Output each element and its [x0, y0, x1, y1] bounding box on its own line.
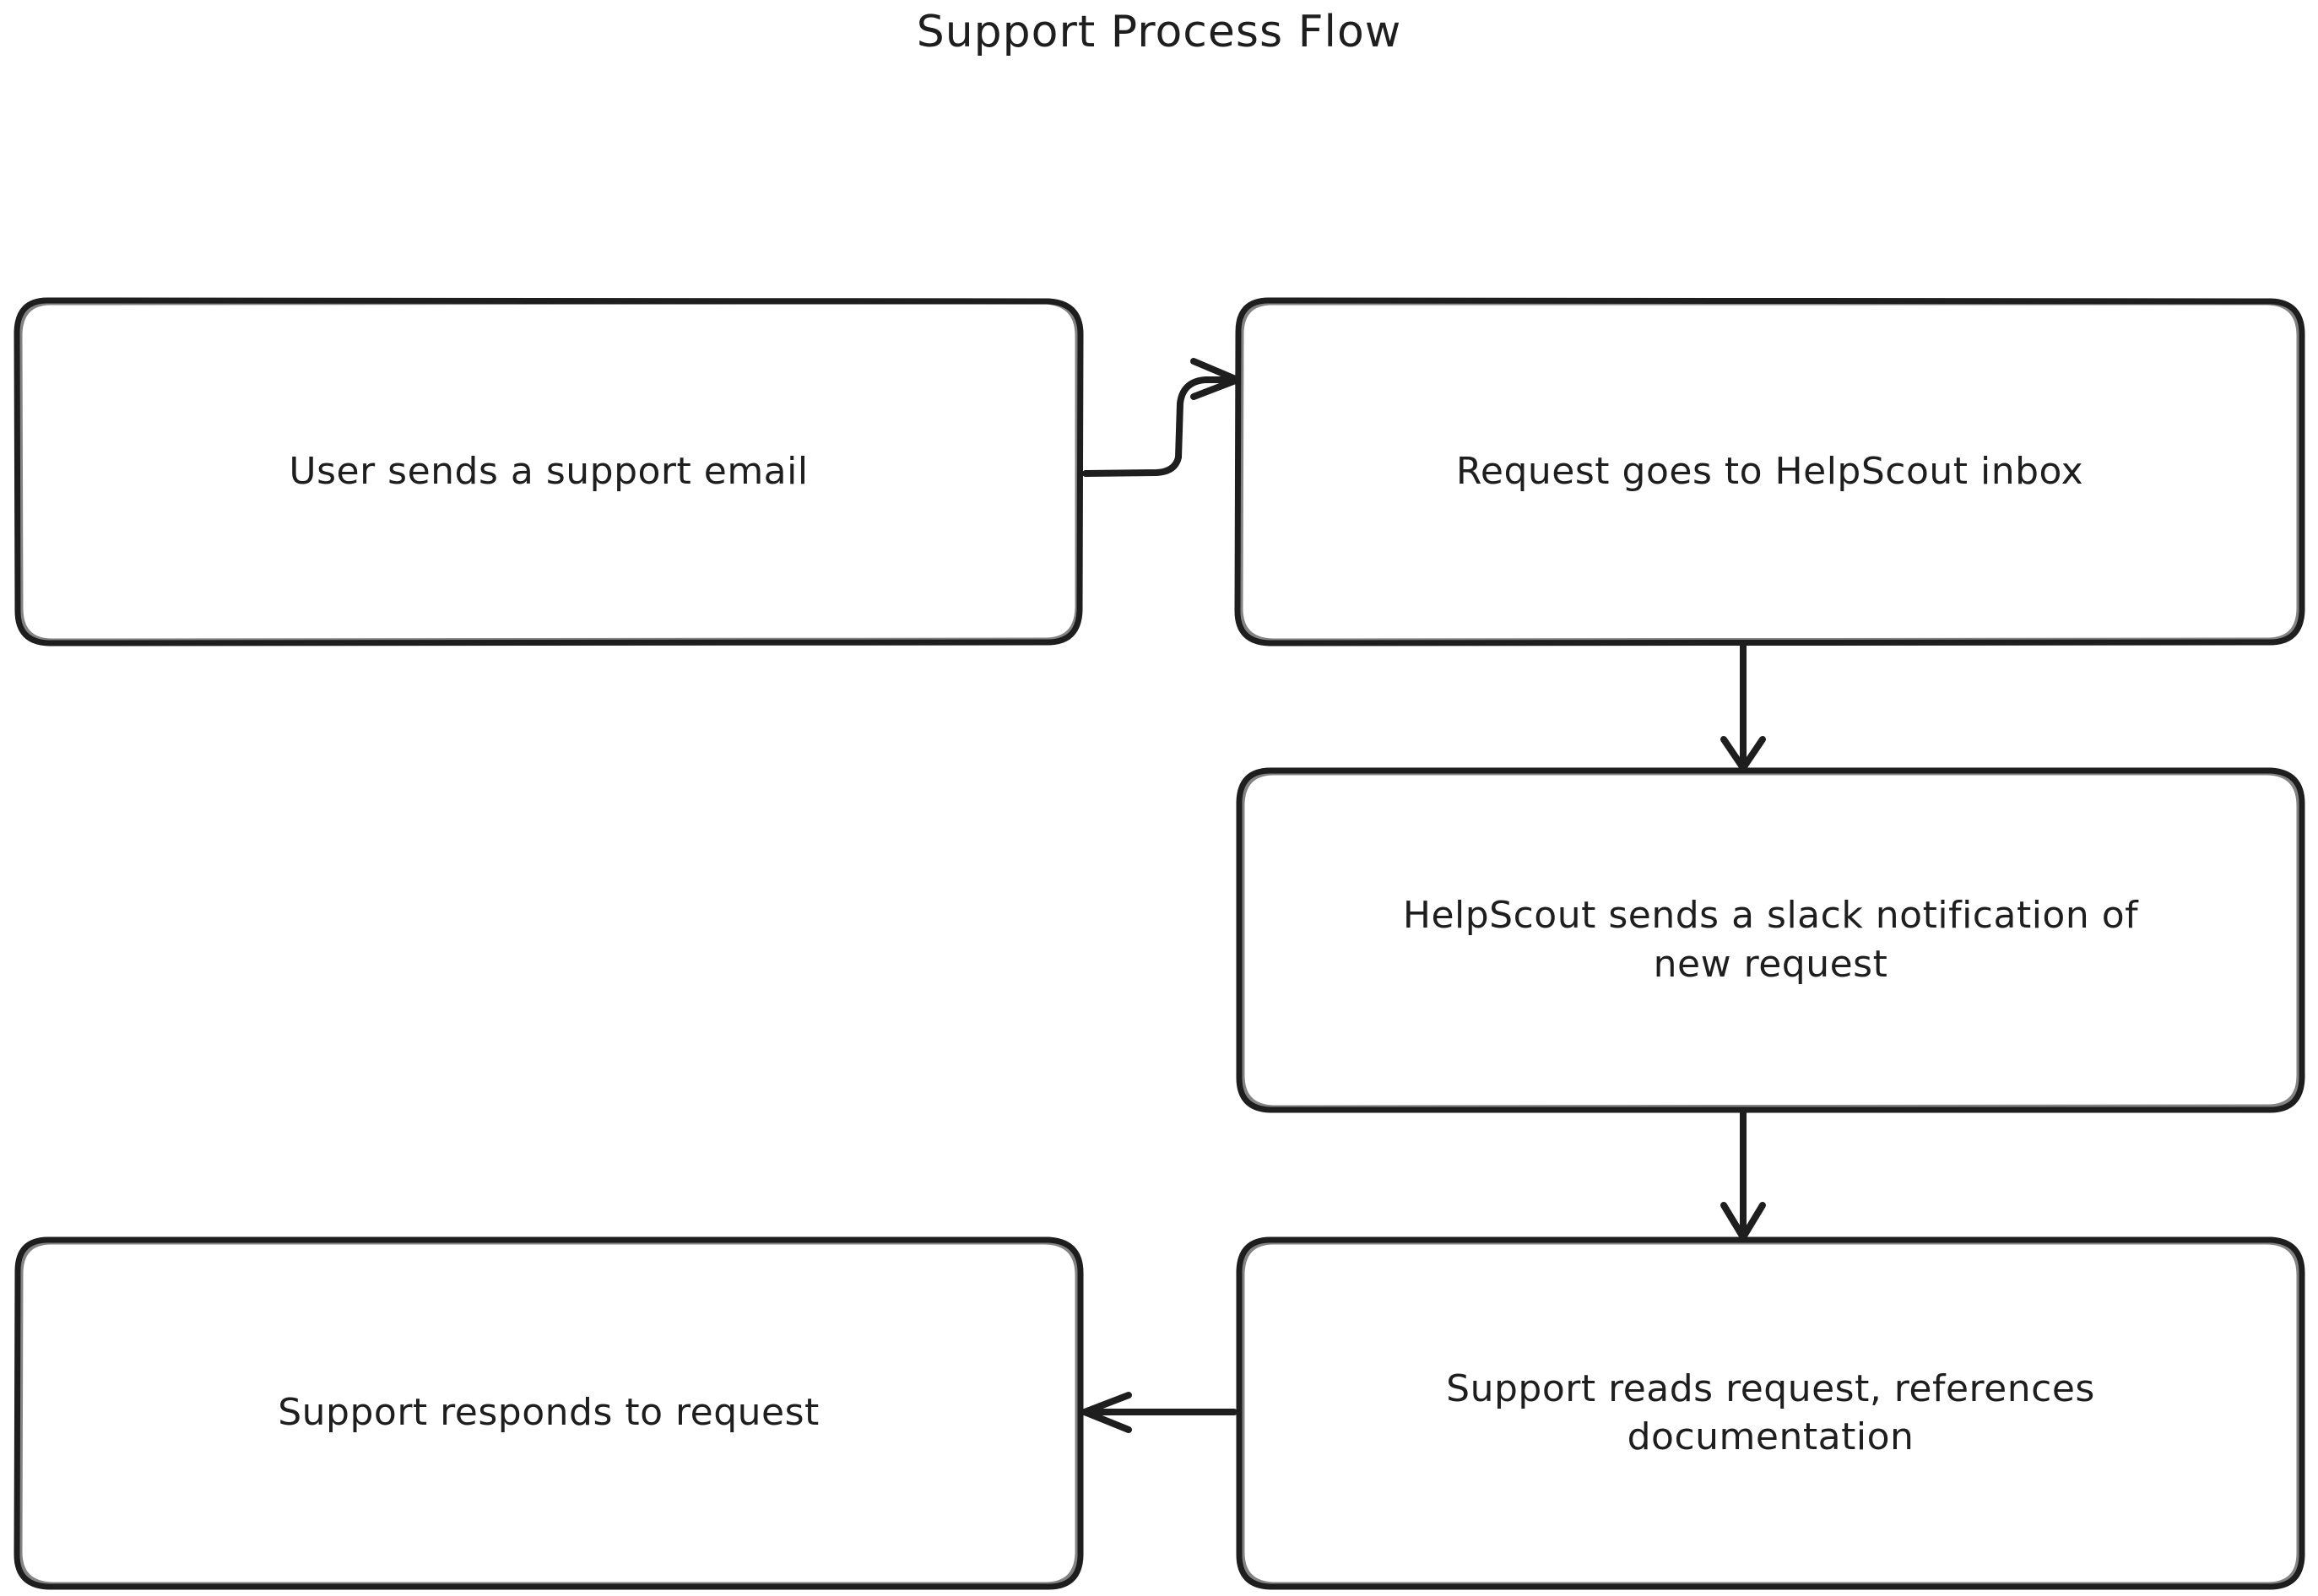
arrowhead-down [1720, 736, 1747, 771]
arrowhead-left [1081, 1392, 1132, 1415]
node-support-reads-request[interactable] [1236, 1236, 2305, 1590]
arrowhead-left [1081, 1409, 1132, 1433]
node-helpscout-sends-slack-notification[interactable] [1236, 767, 2305, 1113]
page-title: Support Process Flow [916, 7, 1402, 57]
node-user-sends-support-email[interactable] [14, 297, 1084, 647]
arrowhead-down [1720, 1202, 1747, 1241]
edge-inbox-to-slack-notification [1720, 642, 1766, 771]
arrowhead-right [1190, 376, 1241, 400]
arrowhead-right [1190, 358, 1241, 383]
node-request-goes-to-helpscout-inbox[interactable] [1234, 297, 2305, 647]
arrowhead-down [1740, 1202, 1766, 1241]
arrowhead-down [1740, 736, 1766, 771]
node-support-responds-to-request[interactable] [14, 1236, 1084, 1590]
edge-user-to-helpscout-inbox [1082, 358, 1241, 477]
edge-support-reads-to-support-responds [1081, 1392, 1238, 1433]
edge-slack-notification-to-support-reads [1720, 1109, 1766, 1241]
